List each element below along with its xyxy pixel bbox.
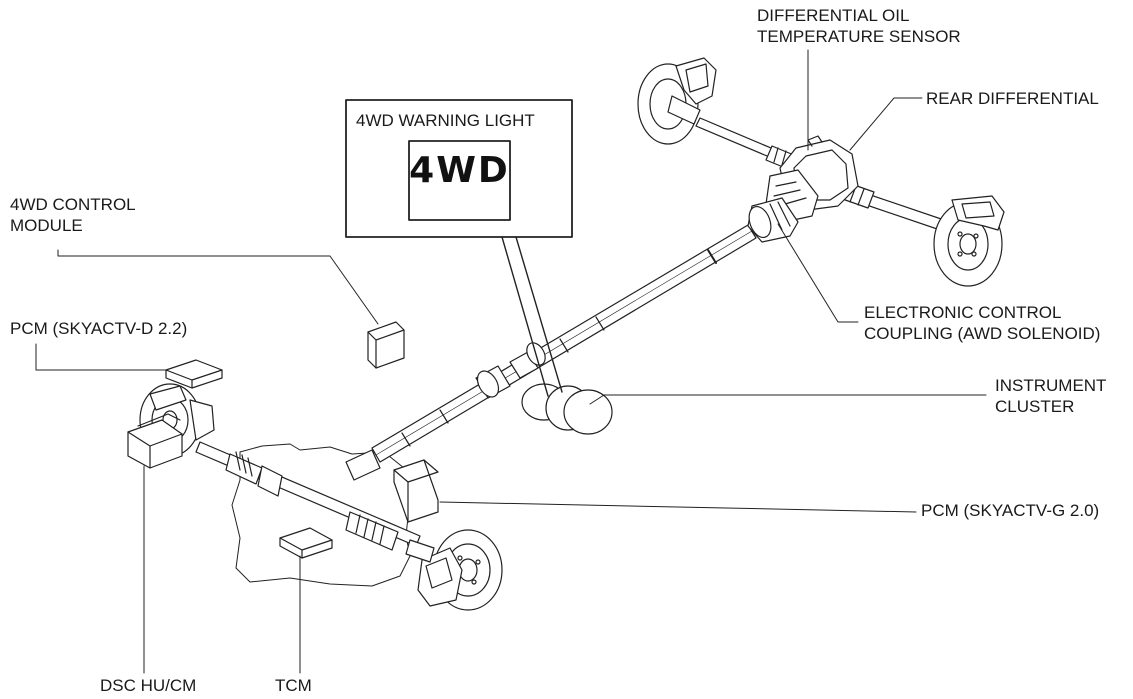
leader-lines bbox=[35, 49, 987, 674]
pcm-diesel-label: PCM (SKYACTV-D 2.2) bbox=[10, 319, 188, 338]
dsc-hu-cm-label: DSC HU/CM bbox=[100, 676, 197, 695]
front-right-brake bbox=[405, 529, 503, 611]
pcm-gasoline-module bbox=[393, 459, 439, 523]
rear-left-brake bbox=[637, 57, 717, 145]
warning-light-title: 4WD WARNING LIGHT bbox=[356, 111, 535, 130]
rear-differential-label: REAR DIFFERENTIAL bbox=[926, 89, 1099, 108]
pcm-diesel-module bbox=[165, 359, 223, 389]
propeller-shaft bbox=[371, 224, 757, 463]
electronic-control-coupling-unit bbox=[747, 197, 799, 243]
4wd-control-module-label: 4WD CONTROL MODULE bbox=[10, 195, 136, 235]
instrument-cluster bbox=[521, 383, 613, 435]
warning-light-symbol-box bbox=[408, 140, 511, 221]
4wd-control-module bbox=[367, 321, 405, 369]
tcm-label: TCM bbox=[275, 676, 312, 695]
rear-right-brake bbox=[933, 195, 1005, 287]
diff-oil-temp-sensor-label: DIFFERENTIAL OIL TEMPERATURE SENSOR bbox=[757, 6, 961, 46]
tcm-module bbox=[279, 527, 333, 559]
ecc-label: ELECTRONIC CONTROL COUPLING (AWD SOLENOI… bbox=[864, 303, 1101, 343]
dsc-hu-cm-unit bbox=[127, 413, 183, 469]
instrument-cluster-label: INSTRUMENT CLUSTER bbox=[995, 376, 1107, 416]
warning-light-text: 4WD bbox=[409, 150, 510, 191]
engine-outline bbox=[231, 443, 411, 587]
pcm-gasoline-label: PCM (SKYACTV-G 2.0) bbox=[921, 501, 1100, 520]
